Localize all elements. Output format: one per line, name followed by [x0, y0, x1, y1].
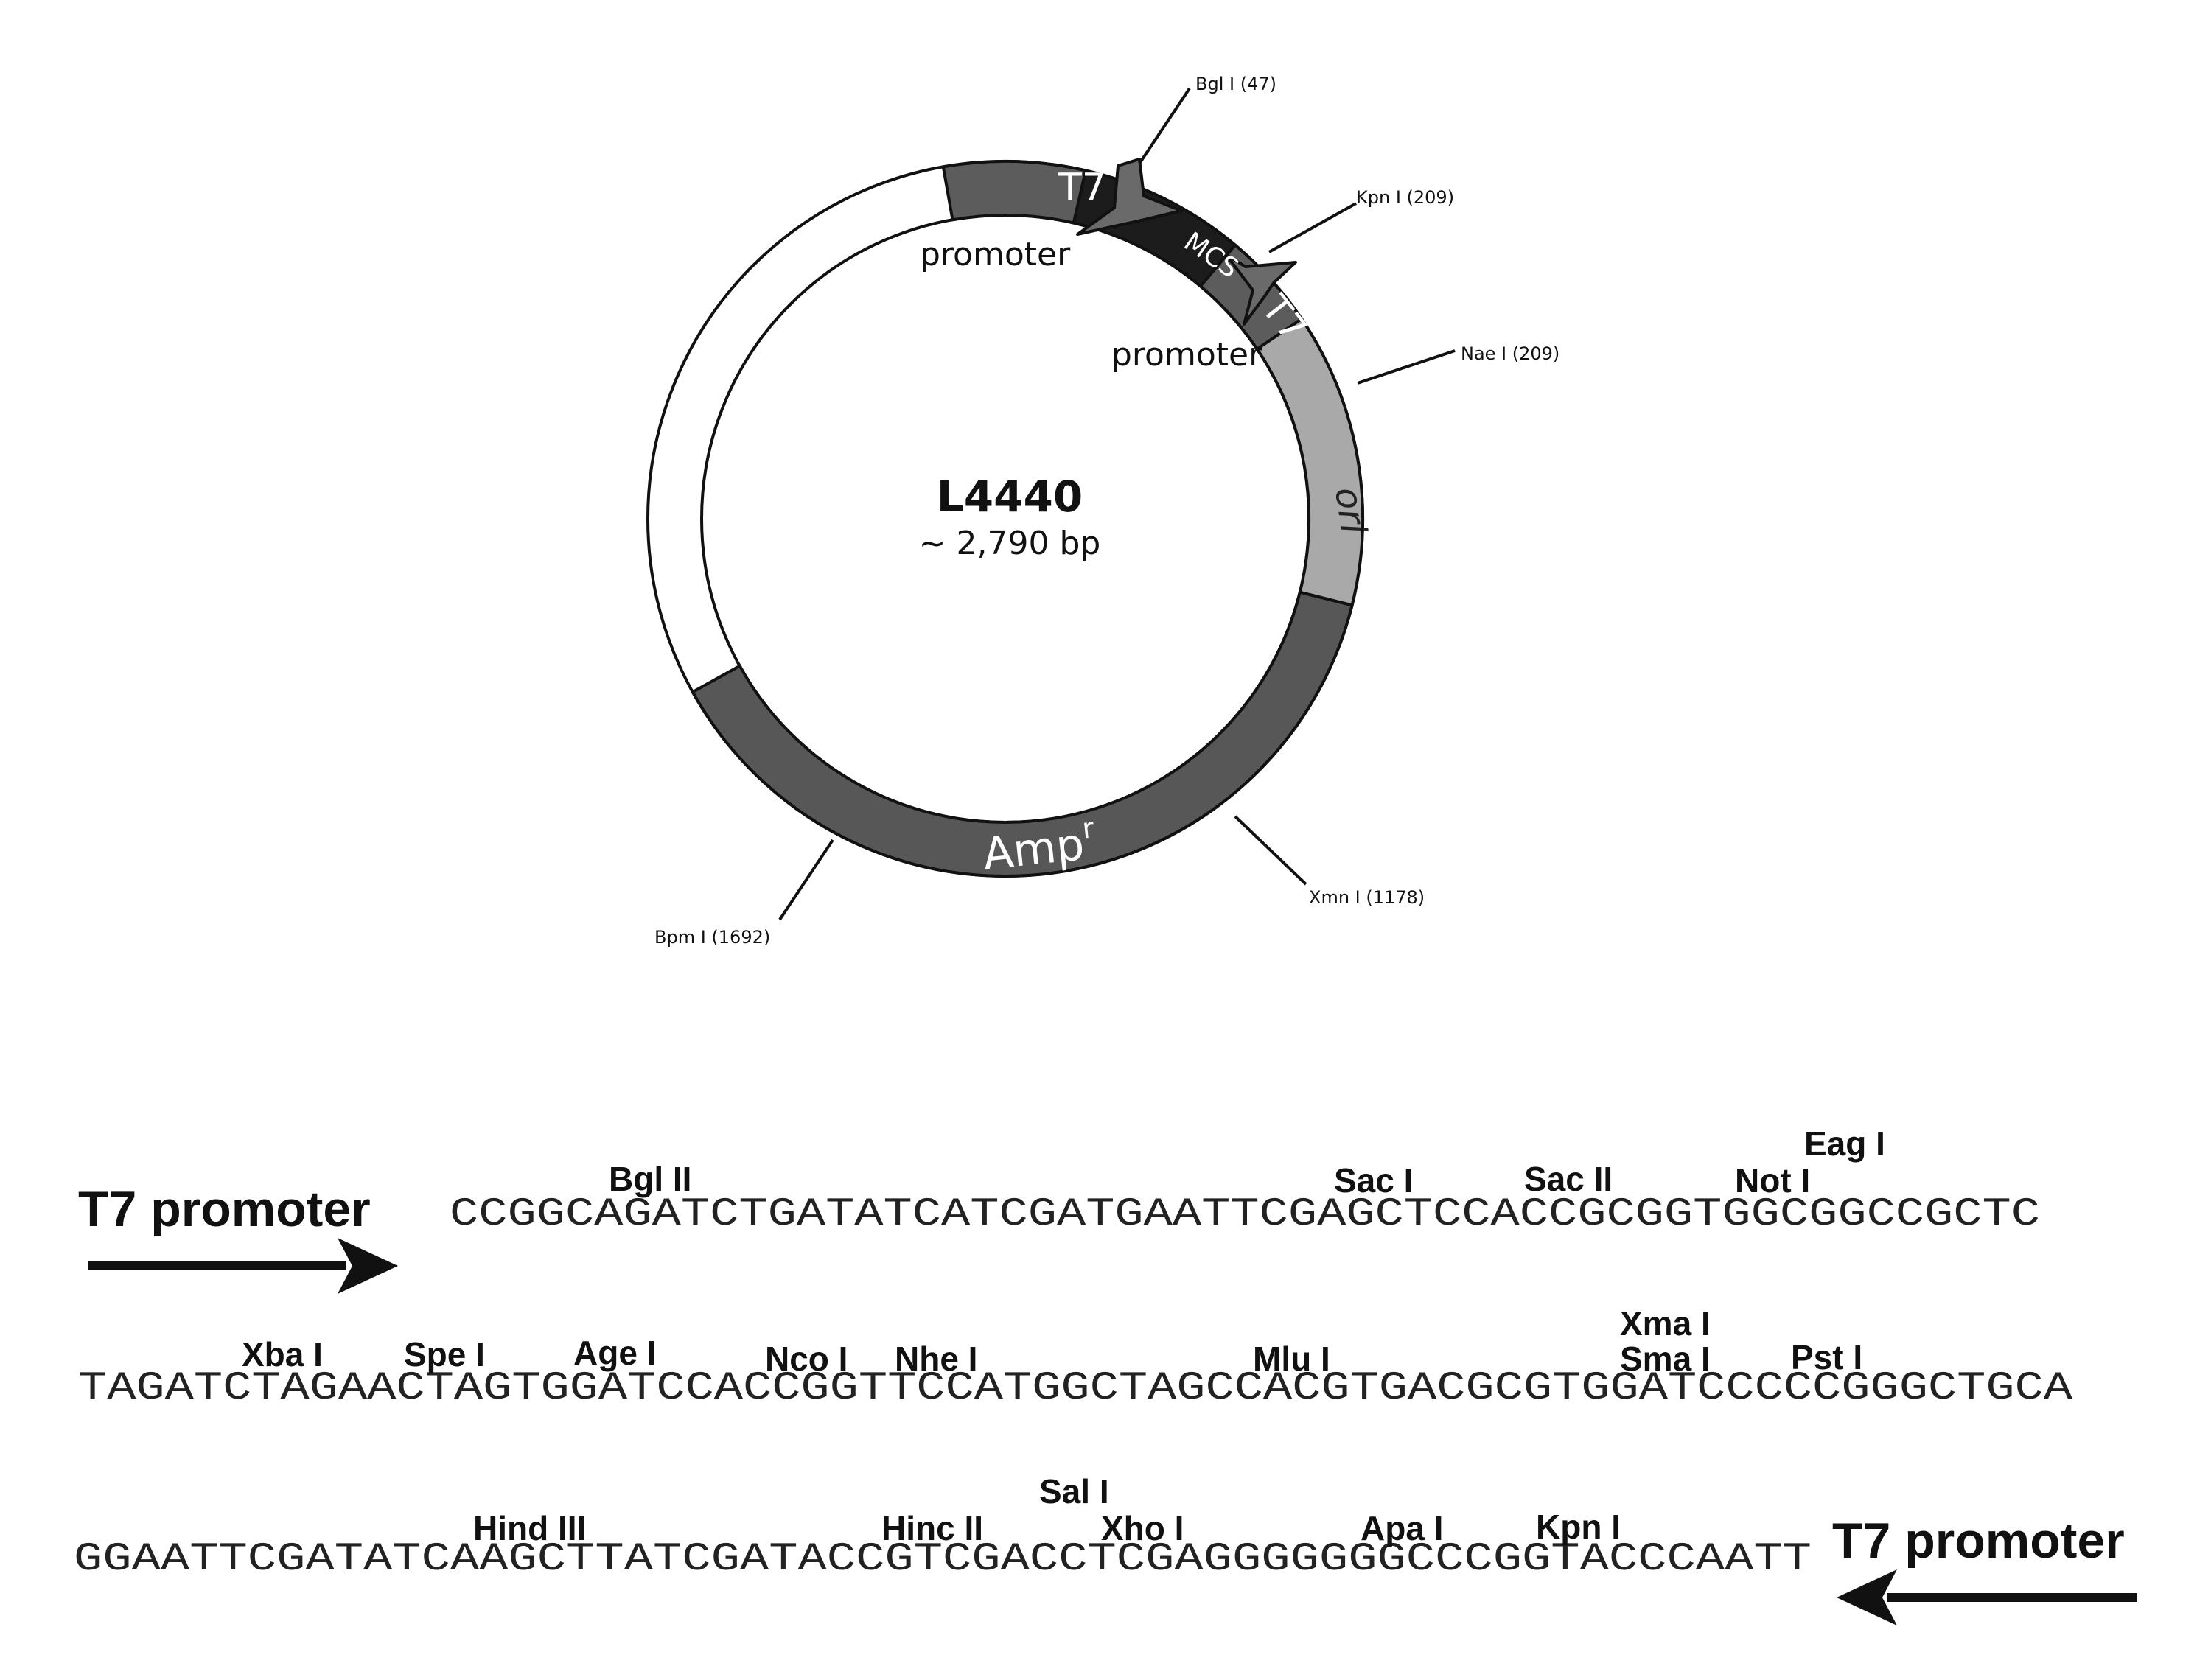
enzyme-nhe-i: Nhe I	[895, 1340, 977, 1378]
enzyme-sac-i: Sac I	[1334, 1161, 1413, 1200]
enzyme-xma-i: Xma I	[1620, 1304, 1711, 1343]
enzyme-kpn-i: Kpn I	[1536, 1508, 1621, 1546]
promoter-left-label: promoter	[920, 236, 1071, 273]
enzyme-sal-i: Sal I	[1039, 1472, 1109, 1511]
t7-promoter-left-label: T7 promoter	[78, 1181, 371, 1237]
site-line-bgl-i	[1138, 87, 1191, 165]
enzyme-hinc-ii: Hinc II	[881, 1509, 983, 1547]
enzyme-eag-i: Eag I	[1804, 1124, 1885, 1163]
promoter-left-arrowhead	[1076, 158, 1183, 236]
t7-left-label: T7	[1058, 166, 1106, 210]
t7-left-segment	[941, 160, 1088, 225]
t7-promoter-right-label: T7 promoter	[1832, 1513, 2125, 1569]
amp-label-sup: r	[1080, 811, 1096, 844]
mcs-sequence-map: T7 promoter CCGGCAGATCTGATATCATCGATGAATT…	[74, 1124, 2137, 1625]
enzyme-xho-i: Xho I	[1101, 1509, 1184, 1547]
plasmid-map: T7 MCS T7 ori Ampr promoter promoter L44…	[646, 74, 1559, 948]
site-line-bpm-i	[778, 839, 834, 921]
enzyme-not-i: Not I	[1735, 1161, 1810, 1200]
mcs-row1-sequence: CCGGCAGATCTGATATCATCGATGAATTCGAGCTCCACCG…	[450, 1192, 2040, 1237]
enzyme-sac-ii: Sac II	[1524, 1160, 1613, 1198]
amp-resistance-segment	[691, 590, 1355, 878]
plasmid-name: L4440	[937, 472, 1083, 522]
t7-promoter-left-arrowhead	[338, 1238, 398, 1294]
ori-segment	[1254, 317, 1364, 607]
site-line-xmn-i	[1234, 815, 1307, 886]
enzyme-age-i: Age I	[573, 1334, 656, 1372]
enzyme-spe-i: Spe I	[404, 1335, 485, 1373]
site-label-bgl-i: Bgl I (47)	[1195, 74, 1276, 94]
t7-promoter-right-arrowhead	[1837, 1569, 1897, 1625]
ori-label: ori	[1327, 485, 1374, 536]
enzyme-mlu-i: Mlu I	[1253, 1340, 1330, 1378]
site-line-kpn-i	[1268, 202, 1357, 253]
site-line-nae-i	[1357, 349, 1456, 385]
promoter-right-label: promoter	[1111, 336, 1262, 374]
enzyme-sma-i: Sma I	[1620, 1340, 1711, 1378]
site-label-bpm-i: Bpm I (1692)	[654, 927, 770, 948]
promoter-right-arrowhead	[1225, 253, 1297, 326]
site-label-nae-i: Nae I (209)	[1461, 343, 1559, 364]
mcs-row3-sequence: GGAATTCGATATCAAGCTTATCGATACCGTCGACCTCGAG…	[74, 1537, 1812, 1582]
site-label-xmn-i: Xmn I (1178)	[1309, 887, 1425, 908]
amp-label: Ampr	[979, 811, 1098, 881]
mcs-row2-sequence: TAGATCTAGAACTAGTGGATCCACCGGTTCCATGGCTAGC…	[78, 1366, 2073, 1411]
enzyme-pst-i: Pst I	[1791, 1338, 1862, 1376]
enzyme-hind-iii: Hind III	[473, 1509, 586, 1547]
amp-label-main: Amp	[980, 819, 1086, 881]
site-label-kpn-i: Kpn I (209)	[1356, 187, 1454, 208]
enzyme-nco-i: Nco I	[765, 1340, 848, 1378]
enzyme-apa-i: Apa I	[1361, 1509, 1443, 1547]
enzyme-bgl-ii: Bgl II	[609, 1160, 691, 1198]
plasmid-size: ~ 2,790 bp	[919, 525, 1101, 562]
enzyme-xba-i: Xba I	[242, 1335, 323, 1373]
